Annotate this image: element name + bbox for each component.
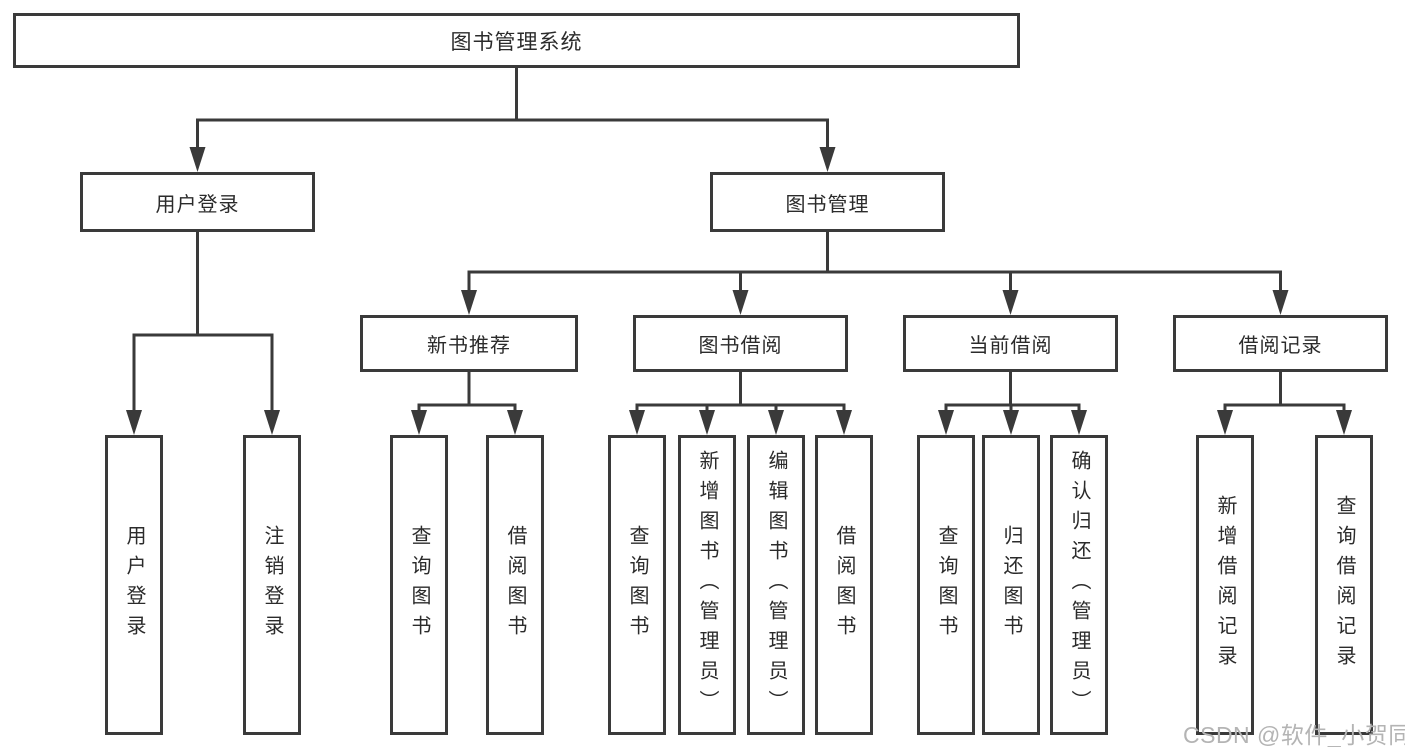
node-leaf-confirm-return-admin-label: 确认归还（管理员） — [1068, 450, 1090, 720]
node-leaf-query-books-current: 查询图书 — [917, 435, 975, 735]
node-new-book-recommend: 新书推荐 — [360, 315, 578, 372]
arrowhead-leaf-user-login — [126, 410, 142, 435]
arrowhead-new-book — [461, 290, 477, 315]
arrowhead-cb-query — [938, 410, 954, 435]
node-leaf-user-login-label: 用户登录 — [123, 525, 145, 645]
node-leaf-logout-label: 注销登录 — [261, 525, 283, 645]
csdn-watermark: CSDN @软件_小贺同学 — [1183, 722, 1405, 747]
node-leaf-borrow-books-borrow-label: 借阅图书 — [833, 525, 855, 645]
node-leaf-borrow-books-recommend-label: 借阅图书 — [504, 525, 526, 645]
node-leaf-query-borrow-record: 查询借阅记录 — [1315, 435, 1373, 735]
node-leaf-query-books-recommend-label: 查询图书 — [408, 525, 430, 645]
arrowhead-user-login — [189, 147, 206, 172]
node-leaf-return-books-label: 归还图书 — [1000, 525, 1022, 645]
node-current-borrowing: 当前借阅 — [903, 315, 1118, 372]
node-new-book-recommend-label: 新书推荐 — [427, 335, 511, 357]
node-book-borrowing: 图书借阅 — [633, 315, 848, 372]
node-leaf-user-login: 用户登录 — [105, 435, 163, 735]
arrowhead-leaf-logout — [264, 410, 280, 435]
arrowhead-borrow-records — [1272, 290, 1289, 315]
arrowhead-nb-borrow — [507, 410, 523, 435]
node-leaf-logout: 注销登录 — [243, 435, 301, 735]
arrowhead-nb-query — [411, 410, 427, 435]
node-leaf-add-books-admin-label: 新增图书（管理员） — [696, 450, 718, 720]
arrowhead-current-borrow — [1002, 290, 1019, 315]
node-leaf-query-borrow-record-label: 查询借阅记录 — [1333, 495, 1355, 675]
node-leaf-query-books-borrow: 查询图书 — [608, 435, 666, 735]
node-leaf-query-books-recommend: 查询图书 — [390, 435, 448, 735]
node-leaf-confirm-return-admin: 确认归还（管理员） — [1050, 435, 1108, 735]
node-leaf-return-books: 归还图书 — [982, 435, 1040, 735]
node-book-borrowing-label: 图书借阅 — [698, 335, 783, 357]
node-borrowing-records-label: 借阅记录 — [1238, 335, 1323, 357]
arrowhead-bb-add — [699, 410, 715, 435]
arrowhead-cb-confirm — [1071, 410, 1087, 435]
node-user-login-label: 用户登录 — [155, 193, 240, 216]
node-current-borrowing-label: 当前借阅 — [968, 335, 1053, 357]
node-leaf-add-borrow-record: 新增借阅记录 — [1196, 435, 1254, 735]
node-root-label: 图书管理系统 — [450, 30, 583, 54]
node-leaf-borrow-books-recommend: 借阅图书 — [486, 435, 544, 735]
node-book-management-label: 图书管理 — [785, 193, 870, 216]
node-root-system: 图书管理系统 — [13, 13, 1020, 68]
node-leaf-add-borrow-record-label: 新增借阅记录 — [1214, 495, 1236, 675]
node-leaf-edit-books-admin: 编辑图书（管理员） — [747, 435, 805, 735]
node-leaf-query-books-current-label: 查询图书 — [935, 525, 957, 645]
arrowhead-bb-edit — [768, 410, 784, 435]
node-leaf-query-books-borrow-label: 查询图书 — [626, 525, 648, 645]
node-user-login: 用户登录 — [80, 172, 315, 232]
arrowhead-br-add — [1217, 410, 1233, 435]
node-borrowing-records: 借阅记录 — [1173, 315, 1388, 372]
node-leaf-add-books-admin: 新增图书（管理员） — [678, 435, 736, 735]
arrowhead-cb-return — [1003, 410, 1019, 435]
arrowhead-bb-borrow — [836, 410, 852, 435]
arrowhead-br-query — [1336, 410, 1352, 435]
node-leaf-borrow-books-borrow: 借阅图书 — [815, 435, 873, 735]
arrowhead-bb-query — [629, 410, 645, 435]
arrowhead-book-mgmt — [819, 147, 836, 172]
node-book-management: 图书管理 — [710, 172, 945, 232]
node-leaf-edit-books-admin-label: 编辑图书（管理员） — [765, 450, 787, 720]
arrowhead-book-borrow — [732, 290, 749, 315]
